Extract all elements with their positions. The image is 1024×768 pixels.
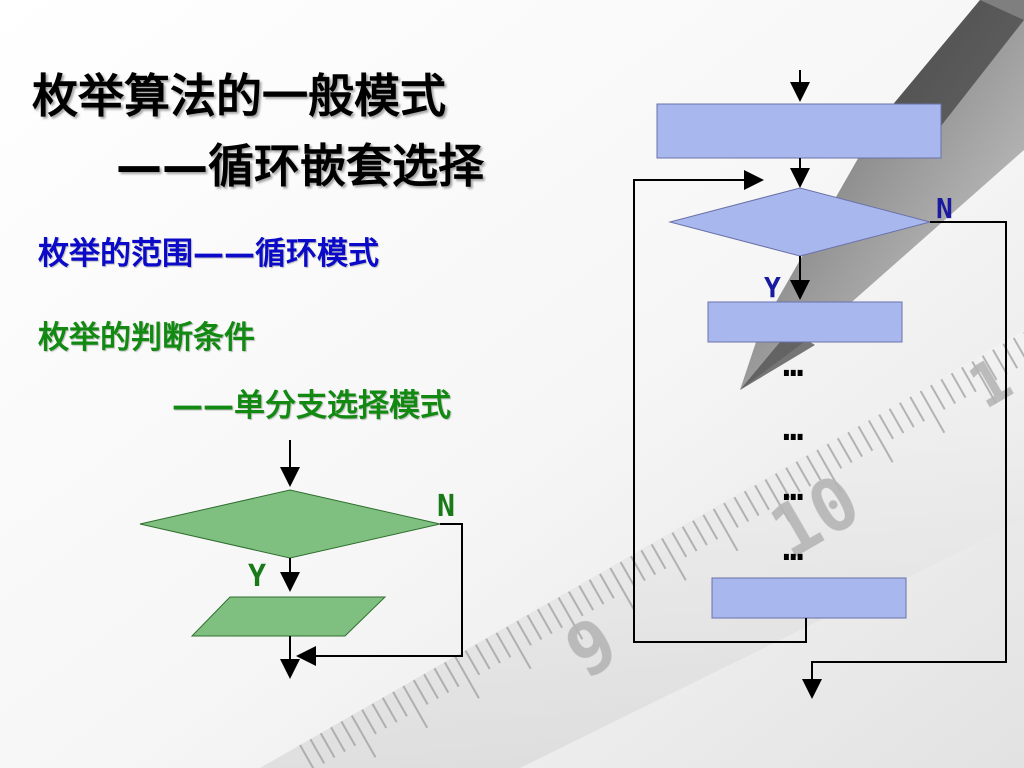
- right-loop-back-line: [633, 170, 807, 643]
- ruler-tick: [568, 591, 584, 617]
- ruler-tick: [547, 602, 563, 629]
- right-no-exit-line: [802, 221, 1007, 699]
- right-ellipsis-3: …: [783, 469, 803, 509]
- ruler-tick: [485, 638, 501, 664]
- right-no-label: N: [936, 192, 953, 225]
- ruler-tick: [764, 479, 791, 522]
- pencil-tip: [740, 330, 815, 390]
- left-no-branch-line: [296, 523, 463, 666]
- ruler-tick: [723, 502, 739, 528]
- ruler-tick: [671, 532, 688, 558]
- ruler-tick: [392, 691, 408, 717]
- ruler-tick: [888, 408, 905, 434]
- ruler-tick: [495, 632, 512, 658]
- ruler-tick: [785, 467, 801, 493]
- right-body-box-2: [711, 577, 907, 619]
- ruler-tick: [702, 514, 719, 540]
- ruler-tick: [971, 361, 997, 404]
- point-condition-mode: ——单分支选择模式: [172, 388, 451, 424]
- ruler-tick: [640, 549, 657, 576]
- ruler-tick: [588, 579, 605, 605]
- ruler-tick: [754, 484, 770, 511]
- ruler-tick: [733, 496, 750, 523]
- ruler-tick: [857, 425, 874, 452]
- ruler-tick: [919, 390, 946, 434]
- ruler-tick: [433, 667, 450, 694]
- ruler-tick: [826, 443, 843, 469]
- ruler-tick: [443, 661, 460, 688]
- ruler-tick: [940, 378, 956, 405]
- ruler-tick: [340, 720, 357, 747]
- right-ellipsis-4: …: [783, 529, 803, 569]
- ruler-tick: [805, 455, 822, 481]
- ruler-tick: [878, 414, 894, 440]
- ruler-tick: [909, 396, 925, 422]
- ruler-tick: [961, 366, 977, 393]
- ruler-tick: [309, 738, 326, 764]
- ruler-tick: [816, 449, 842, 493]
- ruler-tick: [774, 473, 791, 499]
- point-condition: 枚举的判断条件: [38, 320, 255, 356]
- ruler-tick: [981, 355, 998, 381]
- title-line-2: ——循环嵌套选择: [116, 139, 484, 193]
- ruler-tick: [423, 673, 439, 700]
- ruler-tick: [526, 614, 543, 641]
- left-process-parallelogram: [190, 596, 387, 637]
- ruler-tick: [867, 420, 894, 463]
- ruler-tick: [836, 437, 853, 464]
- point-range: 枚举的范围——循环模式: [38, 236, 379, 272]
- ruler-tick: [743, 490, 760, 517]
- ruler-tick: [371, 703, 388, 729]
- ruler-tick: [454, 656, 480, 699]
- ruler-tick: [537, 608, 553, 635]
- ruler-tick: [381, 697, 398, 723]
- ruler-tick: [992, 349, 1008, 375]
- ruler-tick: [474, 644, 491, 670]
- right-ellipsis-1: …: [783, 345, 803, 385]
- ruler-tick: [578, 585, 594, 611]
- ruler-tick: [599, 573, 615, 599]
- ruler-tick: [692, 520, 708, 546]
- ruler-tick: [361, 709, 377, 735]
- ruler-tick: [899, 402, 915, 428]
- left-yes-label: Y: [248, 559, 266, 594]
- right-loop-decision-diamond: [668, 187, 932, 257]
- ruler-tick: [712, 508, 739, 552]
- ruler-tick: [930, 384, 946, 410]
- left-no-label: N: [437, 489, 455, 524]
- ruler-tick: [464, 650, 481, 676]
- ruler-tick: [650, 543, 667, 570]
- ruler-tick: [950, 372, 967, 399]
- ruler-tick: [847, 431, 863, 458]
- title-line-1: 枚举算法的一般模式: [32, 69, 446, 123]
- ruler-tick: [402, 685, 429, 729]
- right-ellipsis-2: …: [783, 409, 803, 449]
- ruler-tick: [795, 461, 812, 487]
- ruler-tick: [319, 732, 336, 759]
- ruler-tick: [516, 620, 532, 646]
- ruler-tick: [619, 561, 636, 587]
- ruler-tick: [350, 715, 377, 758]
- ruler-ticks: [299, 331, 1024, 768]
- ruler-tick: [330, 726, 346, 753]
- right-yes-label: Y: [764, 271, 781, 304]
- ruler-tick: [609, 567, 635, 611]
- ruler-tick: [505, 626, 532, 670]
- ruler-tick: [299, 744, 315, 768]
- ruler-tick: [1012, 337, 1024, 359]
- right-init-box: [656, 103, 942, 159]
- ruler-tick: [557, 597, 584, 640]
- ruler-tick: [412, 679, 429, 705]
- ruler-tick: [681, 526, 698, 552]
- ruler-tick: [661, 538, 687, 581]
- right-body-box-1: [707, 301, 903, 343]
